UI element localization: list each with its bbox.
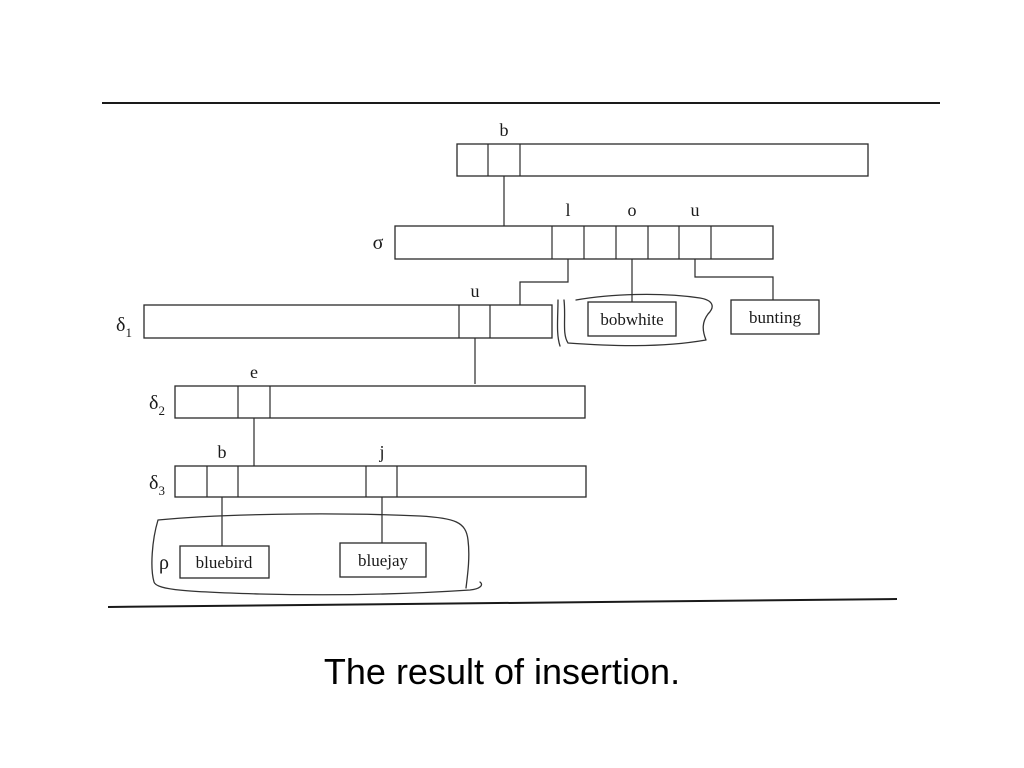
leaf-bunting: bunting bbox=[730, 299, 820, 335]
root-node: b bbox=[456, 120, 869, 177]
root-node-bar bbox=[456, 143, 869, 177]
handwritten-brace-bobwhite bbox=[556, 293, 713, 347]
sigma-symbol-u: u bbox=[691, 200, 700, 220]
sigma-node-label: σ bbox=[373, 232, 384, 254]
delta1-node: u δ1 bbox=[116, 281, 553, 340]
leaf-bluebird: bluebird bbox=[179, 545, 270, 579]
delta2-node: e δ2 bbox=[149, 362, 586, 419]
delta2-symbol-e: e bbox=[250, 362, 258, 382]
leaf-bobwhite-label: bobwhite bbox=[600, 310, 663, 329]
leaf-bobwhite: bobwhite bbox=[587, 301, 677, 337]
root-node-symbol: b bbox=[500, 120, 509, 140]
delta1-node-bar bbox=[143, 304, 553, 339]
leaf-bluebird-label: bluebird bbox=[196, 553, 253, 572]
delta3-node-bar bbox=[174, 465, 587, 498]
sigma-symbol-l: l bbox=[565, 200, 570, 220]
delta2-label: δ2 bbox=[149, 392, 165, 418]
delta3-symbol-b: b bbox=[218, 442, 227, 462]
bottom-rule bbox=[107, 598, 898, 608]
leaf-bunting-label: bunting bbox=[749, 308, 801, 327]
delta3-symbol-j: j bbox=[378, 442, 384, 462]
delta2-node-bar bbox=[174, 385, 586, 419]
delta1-symbol-u: u bbox=[471, 281, 480, 301]
sigma-node: σ l o u bbox=[373, 200, 774, 260]
leaf-bluejay-label: bluejay bbox=[358, 551, 409, 570]
sigma-symbol-o: o bbox=[628, 200, 637, 220]
delta3-node: b j δ3 bbox=[149, 442, 587, 498]
caption: The result of insertion. bbox=[324, 651, 680, 692]
leaf-bluejay: bluejay bbox=[339, 542, 427, 578]
delta1-label: δ1 bbox=[116, 314, 132, 340]
rho-label: ρ bbox=[159, 552, 169, 574]
handwritten-loop-rho-group bbox=[151, 513, 483, 596]
delta3-label: δ3 bbox=[149, 472, 165, 498]
